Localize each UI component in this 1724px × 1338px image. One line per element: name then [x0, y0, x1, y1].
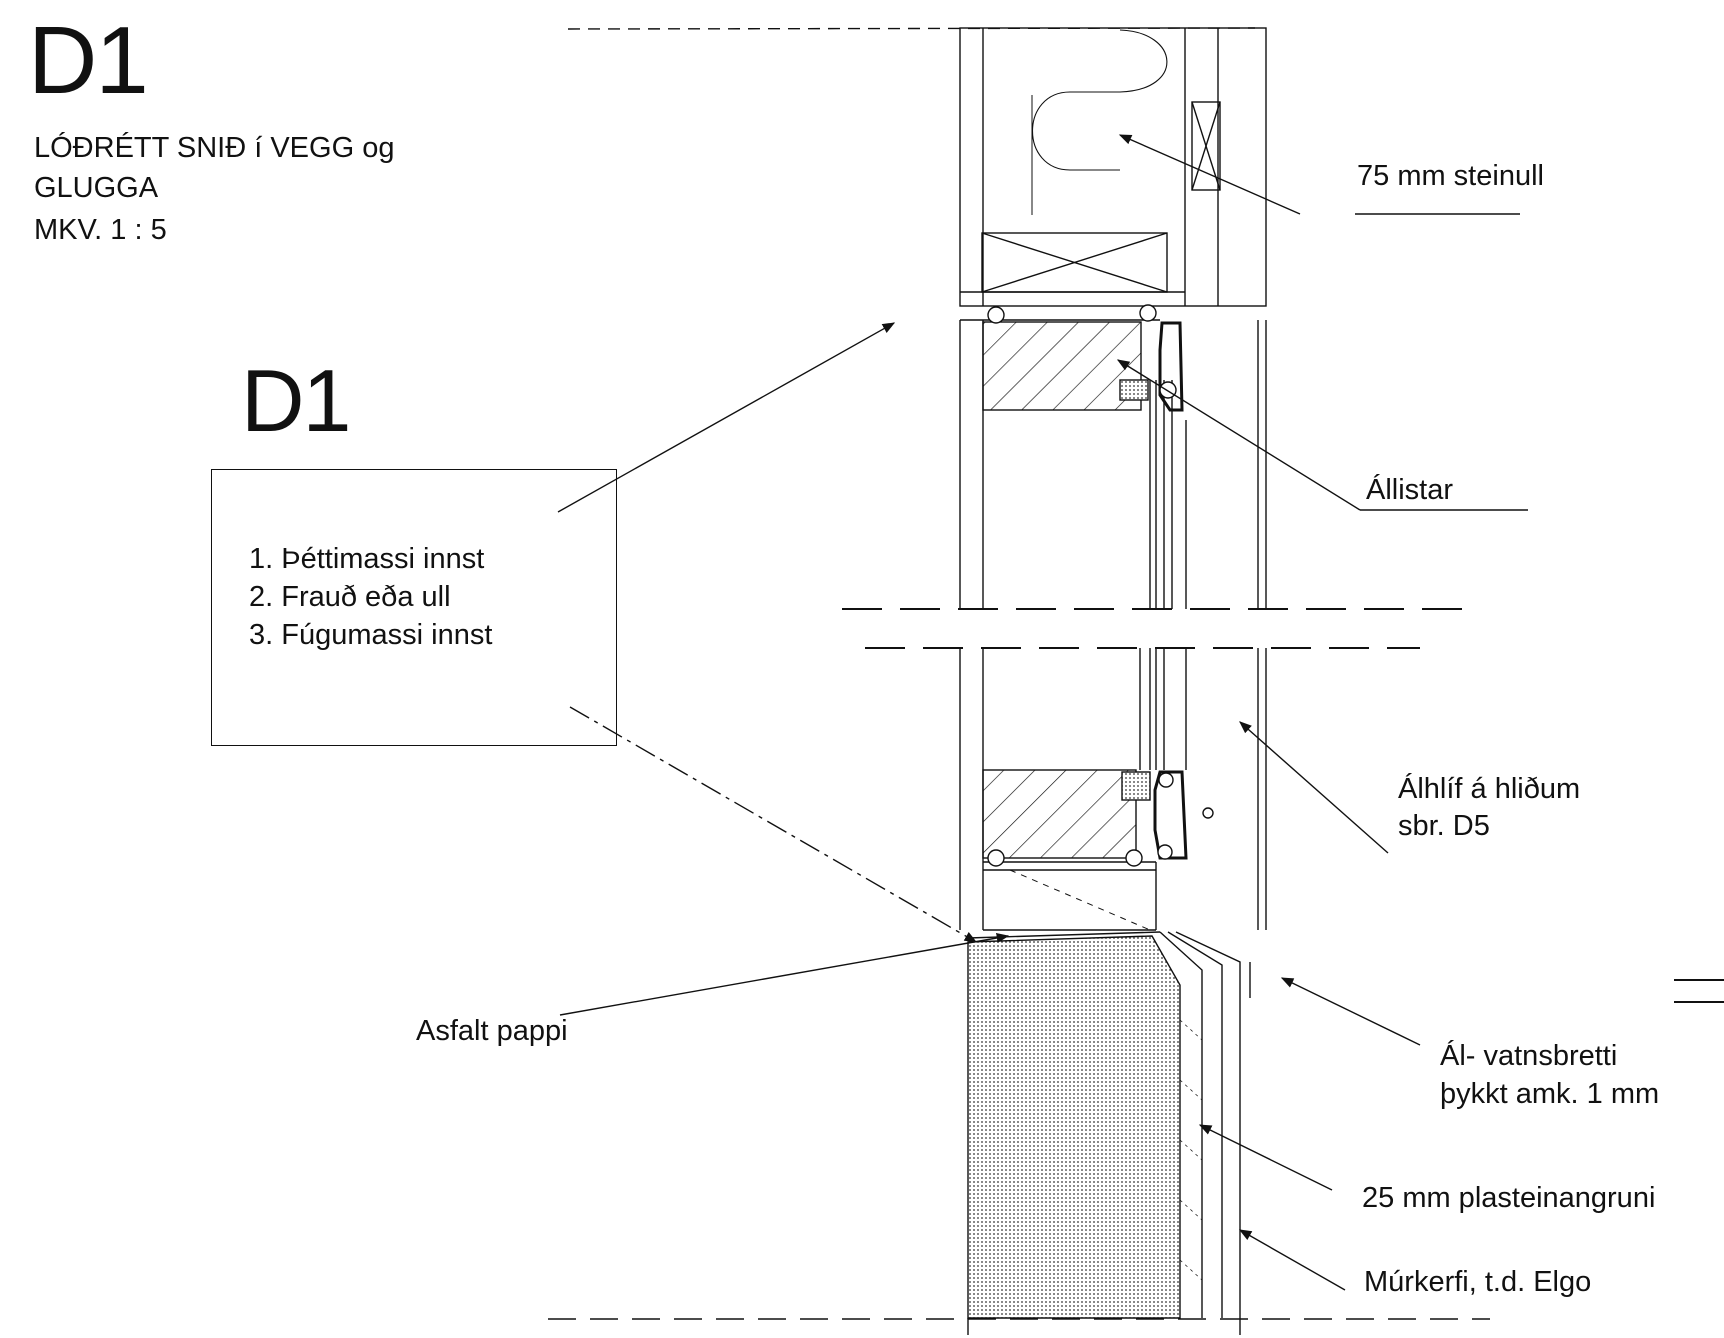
lintel-block [959, 27, 1267, 307]
label-asfalt: Asfalt pappi [416, 1015, 568, 1047]
glazing-bead-lower [1121, 771, 1151, 801]
lower-frame-section [982, 769, 1137, 859]
leader-murkerfi [1238, 1229, 1346, 1291]
label-vatnsbretti-line1: Ál- vatnsbretti [1440, 1040, 1618, 1072]
detail-code: D1 [241, 351, 351, 450]
leader-plast [1198, 1124, 1333, 1191]
glazing-bead [1119, 379, 1149, 401]
screw-symbol [1202, 807, 1214, 819]
aluminium-strip-lower [1153, 770, 1188, 860]
upper-frame-section [982, 321, 1142, 411]
drawing-scale: MKV. 1 : 5 [34, 214, 167, 246]
leader-detail-bottom [569, 706, 978, 943]
leader-allistar [1116, 359, 1361, 511]
note-item-3: 3. Fúgumassi innst [249, 619, 493, 651]
label-plast: 25 mm plasteinangruni [1362, 1182, 1656, 1214]
label-steinull: 75 mm steinull [1357, 160, 1544, 192]
detail-note-box [211, 469, 617, 746]
drawing-title-line1: LÓÐRÉTT SNIÐ í VEGG og [34, 132, 395, 164]
mineral-wool-symbol [1031, 29, 1168, 171]
concrete-wall [967, 935, 1181, 1319]
label-alhlif-line1: Álhlíf á hliðum [1398, 773, 1581, 805]
note-item-1: 1. Þéttimassi innst [249, 543, 485, 575]
leader-alhlif [1239, 721, 1389, 854]
drawing-code: D1 [28, 7, 149, 114]
leader-detail-top [557, 322, 896, 513]
section-line-top [567, 27, 1256, 30]
label-allistar: Állistar [1366, 474, 1454, 506]
leader-steinull [1118, 134, 1301, 215]
label-murkerfi: Múrkerfi, t.d. Elgo [1364, 1266, 1592, 1298]
label-vatnsbretti-line2: þykkt amk. 1 mm [1440, 1078, 1660, 1110]
aluminium-strip-upper [1158, 321, 1184, 412]
label-alhlif-line2: sbr. D5 [1398, 810, 1490, 842]
batten [1191, 101, 1221, 191]
leader-vatnsbretti [1280, 977, 1421, 1046]
lintel-timber [981, 232, 1168, 293]
leader-asfalt [559, 933, 1010, 1016]
drawing-title-line2: GLUGGA [34, 172, 159, 204]
note-item-2: 2. Frauð eða ull [249, 581, 451, 613]
